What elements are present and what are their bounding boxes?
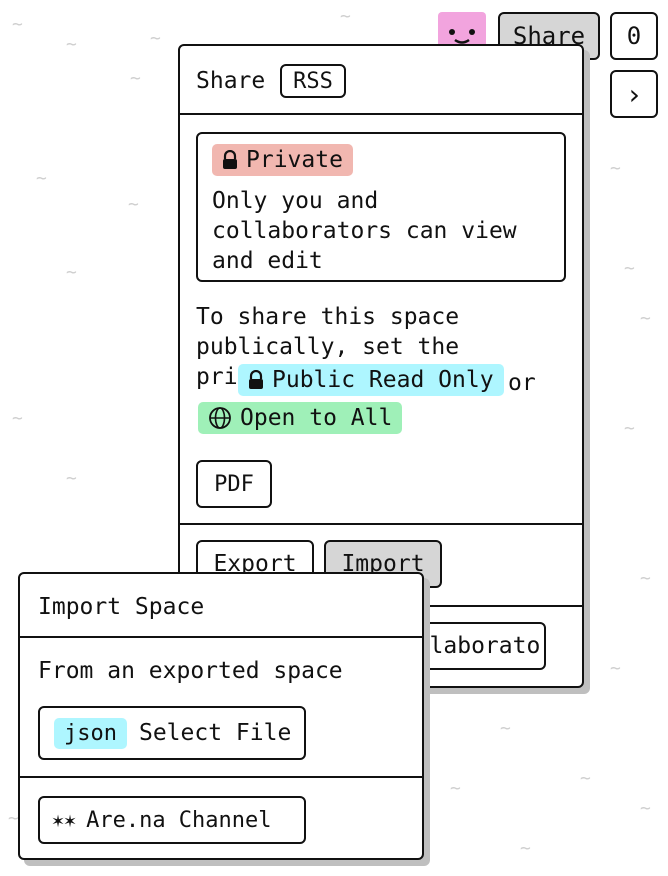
squiggle-decoration: ~: [128, 194, 139, 215]
squiggle-decoration: ~: [150, 28, 161, 49]
lock-icon: [223, 150, 237, 169]
squiggle-decoration: ~: [36, 168, 47, 189]
share-header: Share RSS: [180, 64, 582, 100]
json-badge: json: [54, 717, 127, 749]
select-file-label: Select File: [138, 720, 292, 746]
arena-channel-button[interactable]: ✶✶ Are.na Channel: [38, 796, 306, 844]
squiggle-decoration: ~: [610, 158, 621, 179]
open-to-all-label: Open to All: [240, 405, 393, 431]
rss-label: RSS: [293, 68, 333, 94]
import-title: Import Space: [38, 594, 205, 620]
squiggle-decoration: ~: [640, 308, 651, 329]
squiggle-decoration: ~: [520, 838, 531, 859]
next-button[interactable]: ›: [610, 70, 658, 118]
squiggle-decoration: ~: [66, 34, 77, 55]
import-panel: Import Space From an exported space json…: [18, 572, 424, 860]
squiggle-decoration: ~: [130, 68, 141, 89]
squiggle-decoration: ~: [624, 258, 635, 279]
squiggle-decoration: ~: [500, 718, 511, 739]
arena-channel-label: Are.na Channel: [86, 807, 272, 833]
squiggle-decoration: ~: [66, 262, 77, 283]
squiggle-decoration: ~: [340, 6, 351, 27]
squiggle-decoration: ~: [8, 808, 19, 829]
count-button[interactable]: 0: [610, 12, 658, 60]
globe-icon: [209, 407, 231, 429]
squiggle-decoration: ~: [640, 798, 651, 819]
share-title: Share: [196, 68, 266, 94]
pdf-button[interactable]: PDF: [196, 460, 272, 508]
squiggle-decoration: ~: [66, 468, 77, 489]
select-file-button[interactable]: json Select File: [38, 706, 306, 760]
rss-button[interactable]: RSS: [280, 64, 346, 98]
open-to-all-option[interactable]: Open to All: [198, 402, 403, 434]
count-label: 0: [626, 22, 642, 50]
divider: [20, 636, 422, 638]
squiggle-decoration: ~: [450, 778, 461, 799]
squiggle-decoration: ~: [12, 408, 23, 429]
privacy-badge: Private: [212, 144, 353, 176]
pdf-label: PDF: [214, 471, 254, 497]
squiggle-decoration: ~: [610, 658, 621, 679]
chevron-right-icon: ›: [625, 77, 643, 111]
divider: [180, 523, 582, 525]
smiley-face-icon: [444, 18, 480, 54]
divider: [20, 776, 422, 778]
squiggle-decoration: ~: [580, 768, 591, 789]
arena-logo-icon: ✶✶: [52, 808, 77, 832]
squiggle-decoration: ~: [624, 418, 635, 439]
import-subtitle: From an exported space: [38, 658, 343, 684]
squiggle-decoration: ~: [12, 14, 23, 35]
privacy-description: Only you and collaborators can view and …: [212, 188, 517, 274]
lock-icon: [249, 370, 263, 389]
public-read-only-option[interactable]: Public Read Only: [238, 364, 504, 396]
squiggle-decoration: ~: [640, 568, 651, 589]
or-text: or: [508, 370, 536, 396]
public-read-only-label: Public Read Only: [272, 367, 494, 393]
privacy-card[interactable]: Private Only you and collaborators can v…: [196, 132, 566, 282]
divider: [180, 113, 582, 115]
privacy-badge-label: Private: [246, 147, 343, 173]
